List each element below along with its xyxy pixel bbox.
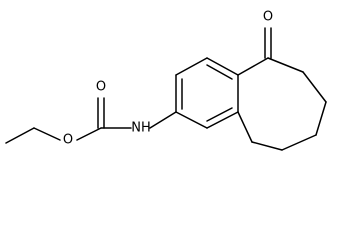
bond-ch2-e xyxy=(251,141,283,151)
ring-bond-6 xyxy=(175,111,208,129)
ester-oxygen-label: O xyxy=(63,133,73,148)
bond-nh-ring xyxy=(149,111,177,129)
chemical-structure: O O O NH xyxy=(5,10,327,151)
bond-ch2-ring xyxy=(237,111,253,143)
bond-ring-ketone-carbon xyxy=(237,57,269,76)
bond-ch3-ch2 xyxy=(5,127,35,144)
ring-bond-2 xyxy=(175,57,208,76)
bond-ch2-a xyxy=(267,57,304,73)
bond-o-carbonyl xyxy=(76,127,102,141)
bond-ch2-d xyxy=(281,134,317,151)
ring-bond-5-inner xyxy=(206,107,233,122)
bond-ch2-b xyxy=(302,71,327,103)
bond-lines xyxy=(5,27,327,151)
atom-labels: O O O NH xyxy=(63,10,273,148)
amide-nitrogen-label: NH xyxy=(131,121,151,136)
ring-bond-5 xyxy=(206,111,239,129)
bond-ch2-o xyxy=(33,127,61,141)
ketone-oxygen-label: O xyxy=(263,10,273,25)
carbonyl-oxygen-label: O xyxy=(96,80,106,95)
bond-ch2-c xyxy=(315,101,327,136)
ring-bond-3-inner xyxy=(206,64,233,80)
ring-bond-3 xyxy=(206,57,239,76)
